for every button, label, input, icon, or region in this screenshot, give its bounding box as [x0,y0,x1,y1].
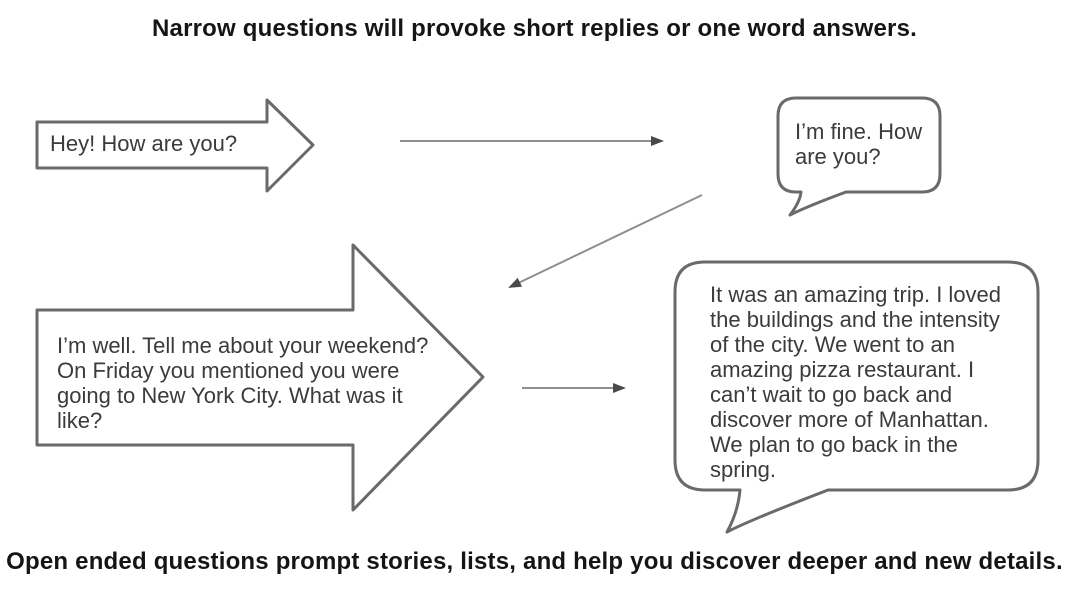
narrow-question-text: Hey! How are you? [50,131,238,156]
open-reply-speech-bubble-icon [673,260,1040,534]
open-reply-text: It was an amazing trip. I loved the buil… [710,282,1002,482]
narrow-question-block-arrow-icon [35,98,315,193]
open-question-block-arrow-icon [35,243,485,512]
narrow-reply-speech-bubble-icon [776,96,942,217]
open-question-text: I’m well. Tell me about your weekend? On… [57,333,429,433]
connector-arrow-diagonal-icon [508,194,703,288]
narrow-reply-text: I’m fine. How are you? [795,119,923,169]
title-open-ended-questions: Open ended questions prompt stories, lis… [6,548,1063,575]
title-narrow-questions: Narrow questions will provoke short repl… [152,15,917,42]
